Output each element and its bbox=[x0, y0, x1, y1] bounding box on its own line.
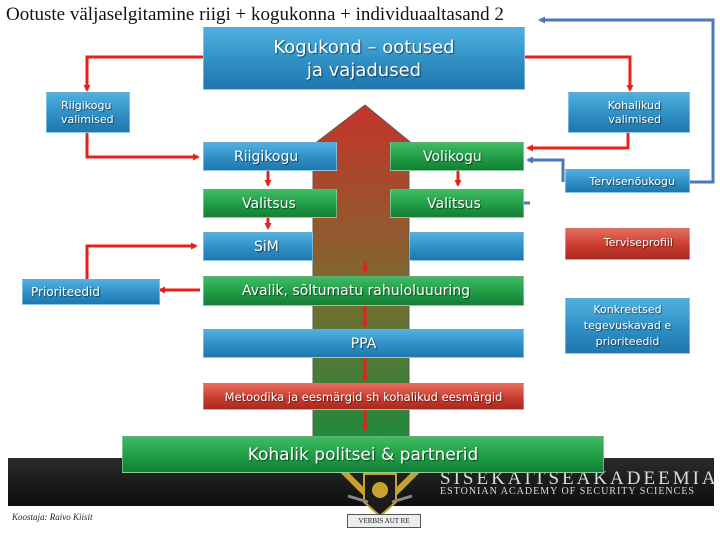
box-ppa-label: PPA bbox=[350, 335, 377, 352]
box-terviseprofiil: Terviseprofiil bbox=[565, 228, 690, 260]
author-credit: Koostaja: Raivo Kiisit bbox=[12, 512, 93, 522]
box-metoodika-label: Metoodika ja eesmärgid sh kohalikud eesm… bbox=[224, 389, 503, 404]
box-konkreetsed: Konkreetsed tegevuskavad e prioriteedid bbox=[565, 298, 690, 354]
connector-tervisenoukogu-volikogu bbox=[526, 156, 565, 182]
box-valitsus-left: Valitsus bbox=[203, 189, 337, 218]
box-kohalik-politsei: Kohalik politsei & partnerid bbox=[122, 436, 604, 473]
box-kogukond: Kogukond – ootused ja vajadused bbox=[203, 27, 525, 90]
box-ppa: PPA bbox=[203, 329, 524, 358]
box-kogukond-line-1: Kogukond – ootused bbox=[273, 36, 455, 58]
box-prioriteedid-label: Prioriteedid bbox=[31, 285, 100, 299]
academy-motto: VERBIS AUT RE bbox=[347, 514, 421, 528]
box-valitsus-left-label: Valitsus bbox=[242, 195, 296, 212]
connector-kohalikud-valimised-volikogu bbox=[526, 133, 630, 152]
box-konkreetsed-line-3: prioriteedid bbox=[595, 335, 660, 348]
academy-emblem-icon bbox=[337, 465, 423, 518]
box-kohalik-politsei-label: Kohalik politsei & partnerid bbox=[247, 444, 479, 465]
box-riigikogu-valimised: Riigikogu valimised bbox=[46, 92, 130, 133]
box-avalik: Avalik, sõltumatu rahuloluuuring bbox=[203, 276, 524, 306]
box-riigikogu-valimised-line-1: Riigikogu bbox=[61, 98, 112, 112]
box-metoodika: Metoodika ja eesmärgid sh kohalikud eesm… bbox=[203, 383, 524, 410]
box-kohalikud-valimised: Kohalikud valimised bbox=[568, 92, 690, 133]
box-tervisenoukogu-label: Tervisenõukogu bbox=[589, 174, 675, 188]
academy-name: SISEKAITSEAKADEEMIA bbox=[440, 468, 719, 489]
box-kohalikud-valimised-line-2: valimised bbox=[608, 112, 661, 126]
box-volikogu-label: Volikogu bbox=[423, 148, 482, 165]
box-kohalikud-valimised-line-1: Kohalikud bbox=[607, 98, 661, 112]
connector-prioriteedid-sim bbox=[85, 242, 198, 279]
box-sim-right bbox=[409, 232, 524, 261]
box-tervisenoukogu: Tervisenõukogu bbox=[565, 169, 690, 193]
academy-name-en: ESTONIAN ACADEMY OF SECURITY SCIENCES bbox=[440, 486, 695, 497]
connector-kogukond-riigikogu-valimised bbox=[83, 55, 203, 92]
connector-tervisenoukogu-kogukond bbox=[538, 16, 715, 184]
box-kogukond-line-2: ja vajadused bbox=[306, 59, 422, 81]
box-prioriteedid: Prioriteedid bbox=[22, 279, 160, 305]
box-riigikogu-valimised-line-2: valimised bbox=[61, 112, 114, 126]
box-valitsus-right-label: Valitsus bbox=[427, 195, 481, 212]
box-avalik-label: Avalik, sõltumatu rahuloluuuring bbox=[242, 283, 470, 299]
box-valitsus-right: Valitsus bbox=[390, 189, 524, 218]
box-terviseprofiil-label: Terviseprofiil bbox=[603, 236, 673, 249]
box-konkreetsed-line-1: Konkreetsed bbox=[593, 303, 662, 316]
box-volikogu: Volikogu bbox=[390, 142, 524, 171]
box-riigikogu-label: Riigikogu bbox=[234, 148, 299, 165]
box-sim-label: SiM bbox=[254, 238, 279, 255]
box-riigikogu: Riigikogu bbox=[203, 142, 337, 171]
page-title: Ootuste väljaselgitamine riigi + kogukon… bbox=[6, 4, 504, 25]
connector-kogukond-kohalikud-valimised bbox=[524, 55, 634, 92]
box-konkreetsed-line-2: tegevuskavad e bbox=[583, 319, 672, 332]
box-sim: SiM bbox=[203, 232, 313, 261]
connector-riigikogu-valimised-riigikogu bbox=[85, 133, 200, 161]
